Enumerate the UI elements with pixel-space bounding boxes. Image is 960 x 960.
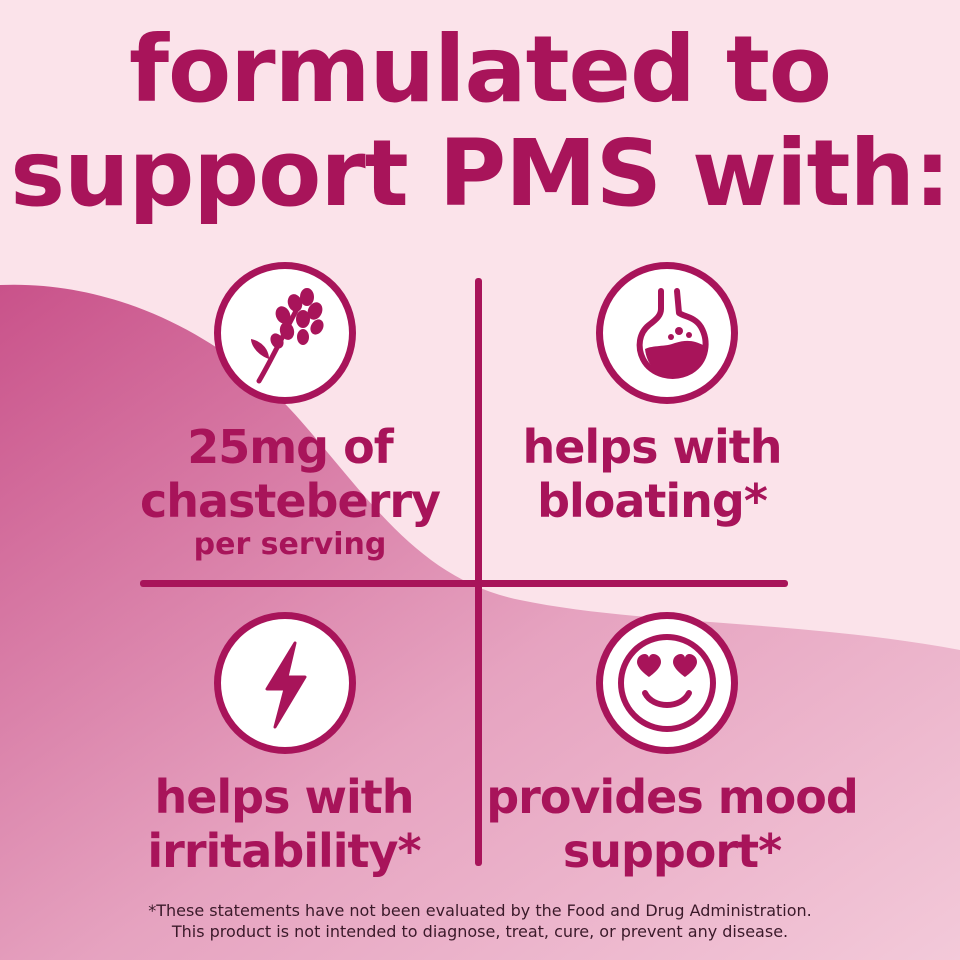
chasteberry-line-2: chasteberry: [139, 474, 441, 528]
headline: formulated to support PMS with:: [0, 18, 960, 226]
chasteberry-text: 25mg of chasteberry per serving: [90, 420, 490, 562]
stomach-icon: [596, 262, 738, 404]
grid-divider-horizontal: [140, 580, 788, 587]
irritability-text: helps with irritability*: [84, 770, 484, 878]
bloating-text: helps with bloating*: [452, 420, 852, 528]
headline-line-2: support PMS with:: [10, 120, 951, 227]
chasteberry-line-1: 25mg of: [187, 420, 394, 474]
mood-line-2: support*: [562, 824, 782, 878]
heart-eyes-smiley-icon: [596, 612, 738, 754]
headline-line-1: formulated to: [128, 16, 832, 123]
disclaimer-line-2: This product is not intended to diagnose…: [171, 922, 789, 941]
disclaimer-line-1: *These statements have not been evaluate…: [148, 901, 812, 920]
mood-text: provides mood support*: [472, 770, 872, 878]
grid-divider-vertical: [475, 278, 482, 866]
bloating-line-1: helps with: [522, 420, 782, 474]
irritability-line-2: irritability*: [147, 824, 421, 878]
fda-disclaimer: *These statements have not been evaluate…: [0, 900, 960, 942]
chasteberry-sprig-icon: [214, 262, 356, 404]
bloating-line-2: bloating*: [537, 474, 768, 528]
irritability-line-1: helps with: [154, 770, 414, 824]
chasteberry-sub: per serving: [193, 527, 387, 562]
mood-line-1: provides mood: [486, 770, 859, 824]
lightning-bolt-icon: [214, 612, 356, 754]
